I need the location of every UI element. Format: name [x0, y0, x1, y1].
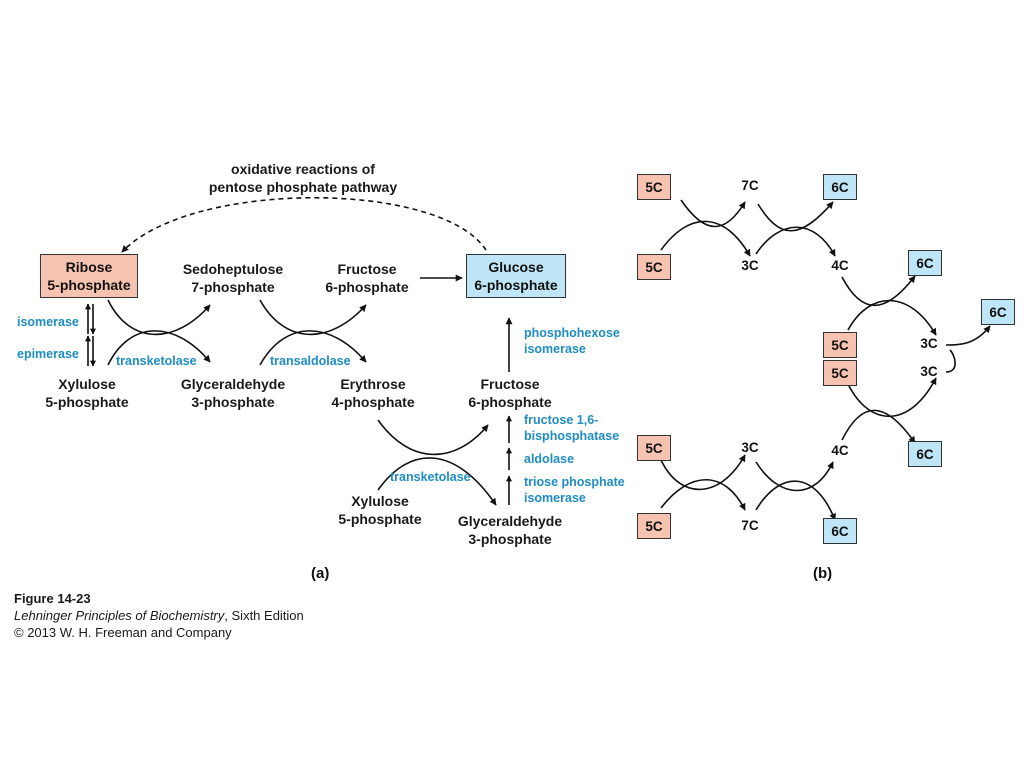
transaldolase-arc-b	[259, 330, 367, 366]
b-text-7c-2: 7C	[741, 518, 759, 533]
fbpase-label: fructose 1,6- bisphosphatase	[524, 413, 620, 443]
transketolase-arc-1b	[107, 330, 211, 366]
tpi-label: triose phosphate isomerase	[524, 475, 625, 505]
oxidative-arc	[121, 197, 487, 253]
ribose-line2: 5-phosphate	[47, 277, 131, 293]
b-text-3c-3: 3C	[920, 364, 938, 379]
b-arc-8	[945, 349, 956, 373]
panel-b-label: (b)	[813, 565, 833, 582]
b-arc-14	[755, 480, 836, 521]
b-arc-5	[841, 275, 916, 306]
b-box-5c-3: 5C	[823, 332, 857, 358]
b-arc-1	[680, 199, 746, 228]
b-arc-12	[660, 478, 746, 511]
transketolase-label-2: transketolase	[390, 470, 471, 484]
xylulose-top-label: Xylulose 5-phosphate	[45, 376, 129, 410]
b-arc-9	[847, 377, 937, 418]
fructose-top-label: Fructose 6-phosphate	[325, 261, 409, 295]
transketolase-label-1: transketolase	[116, 354, 197, 368]
isomerase-label: isomerase	[17, 315, 79, 329]
b-arc-6	[847, 299, 937, 336]
ribose-5-phosphate-box: Ribose 5-phosphate	[40, 254, 138, 298]
book-line: Lehninger Principles of Biochemistry, Si…	[14, 607, 304, 624]
transketolase-arc-2b	[377, 457, 497, 506]
glyceraldehyde-bottom-label: Glyceraldehyde 3-phosphate	[457, 513, 563, 547]
b-box-6c-2: 6C	[908, 250, 942, 276]
figure-caption: Figure 14-23 Lehninger Principles of Bio…	[14, 590, 304, 641]
b-text-4c-1: 4C	[831, 258, 849, 273]
b-arc-11	[660, 454, 746, 491]
b-text-4c-2: 4C	[831, 443, 849, 458]
copyright: © 2013 W. H. Freeman and Company	[14, 625, 232, 640]
b-box-6c-1: 6C	[823, 174, 857, 200]
panel-a-label: (a)	[311, 565, 330, 582]
epimerase-label: epimerase	[17, 347, 79, 361]
glucose-6-phosphate-box: Glucose 6-phosphate	[466, 254, 566, 298]
glyceraldehyde-top-label: Glyceraldehyde 3-phosphate	[180, 376, 286, 410]
transaldolase-arc-a	[259, 299, 367, 336]
b-text-3c-2: 3C	[920, 336, 938, 351]
b-box-6c-3: 6C	[981, 299, 1015, 325]
fructose-mid-label: Fructose 6-phosphate	[468, 376, 552, 410]
book-title: Lehninger Principles of Biochemistry	[14, 608, 225, 623]
b-box-5c-1: 5C	[637, 174, 671, 200]
b-box-5c-2: 5C	[637, 254, 671, 280]
xylulose-bottom-label: Xylulose 5-phosphate	[338, 493, 422, 527]
oxidative-note-line1: oxidative reactions of	[231, 161, 375, 177]
b-arc-3	[757, 201, 834, 232]
book-edition: , Sixth Edition	[224, 608, 304, 623]
oxidative-note-line2: pentose phosphate pathway	[208, 179, 398, 195]
figure-number: Figure 14-23	[14, 591, 91, 606]
erythrose-label: Erythrose 4-phosphate	[331, 376, 415, 410]
aldolase-label: aldolase	[524, 452, 575, 466]
b-box-6c-4: 6C	[908, 441, 942, 467]
b-box-6c-5: 6C	[823, 518, 857, 544]
b-arc-4	[755, 226, 836, 257]
b-text-3c-1: 3C	[741, 258, 759, 273]
b-box-5c-6: 5C	[637, 513, 671, 539]
transketolase-arc-2a	[377, 419, 489, 456]
b-arc-10	[841, 409, 916, 444]
oxidative-note: oxidative reactions of pentose phosphate…	[198, 160, 408, 196]
b-box-5c-4: 5C	[823, 360, 857, 386]
transketolase-arc-1a	[107, 299, 211, 336]
sedoheptulose-label: Sedoheptulose 7-phosphate	[182, 261, 284, 295]
ribose-line1: Ribose	[65, 259, 113, 275]
phosphohexose-isomerase-label: phosphohexose isomerase	[524, 326, 620, 356]
b-arc-7	[945, 325, 991, 346]
glucose-line2: 6-phosphate	[474, 277, 558, 293]
transaldolase-label: transaldolase	[270, 354, 351, 368]
b-text-7c-1: 7C	[741, 178, 759, 193]
b-arc-13	[755, 461, 834, 492]
b-arc-2	[660, 220, 751, 257]
b-text-3c-4: 3C	[741, 440, 759, 455]
glucose-line1: Glucose	[488, 259, 544, 275]
b-box-5c-5: 5C	[637, 435, 671, 461]
